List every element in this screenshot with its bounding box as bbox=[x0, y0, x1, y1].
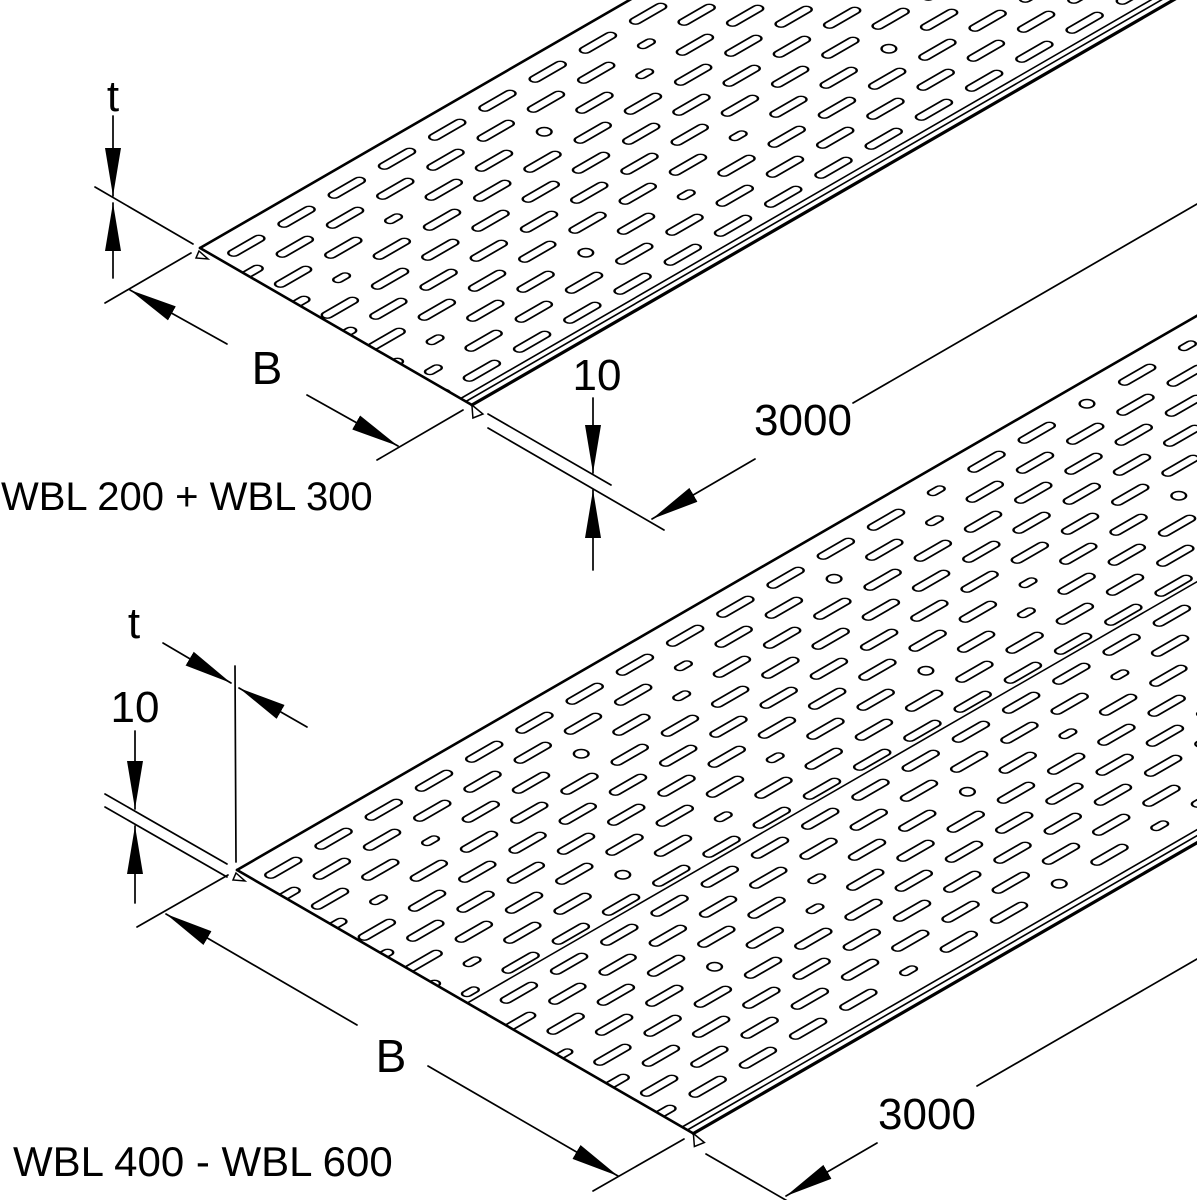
caption-wbl-400-600: WBL 400 - WBL 600 bbox=[13, 1138, 393, 1185]
dim-label-width-bottom-figure: B bbox=[375, 1030, 407, 1082]
plate-top-edges bbox=[194, 0, 1177, 420]
plate-bottom-edges bbox=[231, 314, 1197, 1148]
plate-bottom bbox=[237, 302, 1197, 1127]
dim-label-hem-height-top-figure: 10 bbox=[572, 351, 622, 400]
dim-label-hem-height-bottom-figure: 10 bbox=[110, 683, 160, 732]
dim-label-length-bottom-figure: 3000 bbox=[878, 1090, 976, 1139]
dim-label-thickness-bottom-figure: t bbox=[127, 599, 141, 648]
dim-label-width-top-figure: B bbox=[251, 342, 283, 394]
dimensions-top-figure bbox=[94, 115, 1197, 571]
dim-label-length-top-figure: 3000 bbox=[754, 396, 852, 445]
dim-label-thickness-top-figure: t bbox=[106, 72, 120, 121]
dimensions-bottom-figure bbox=[104, 642, 1197, 1200]
plate-bottom-perforation-field bbox=[237, 302, 1197, 1127]
caption-wbl-200-300: WBL 200 + WBL 300 bbox=[1, 475, 373, 519]
